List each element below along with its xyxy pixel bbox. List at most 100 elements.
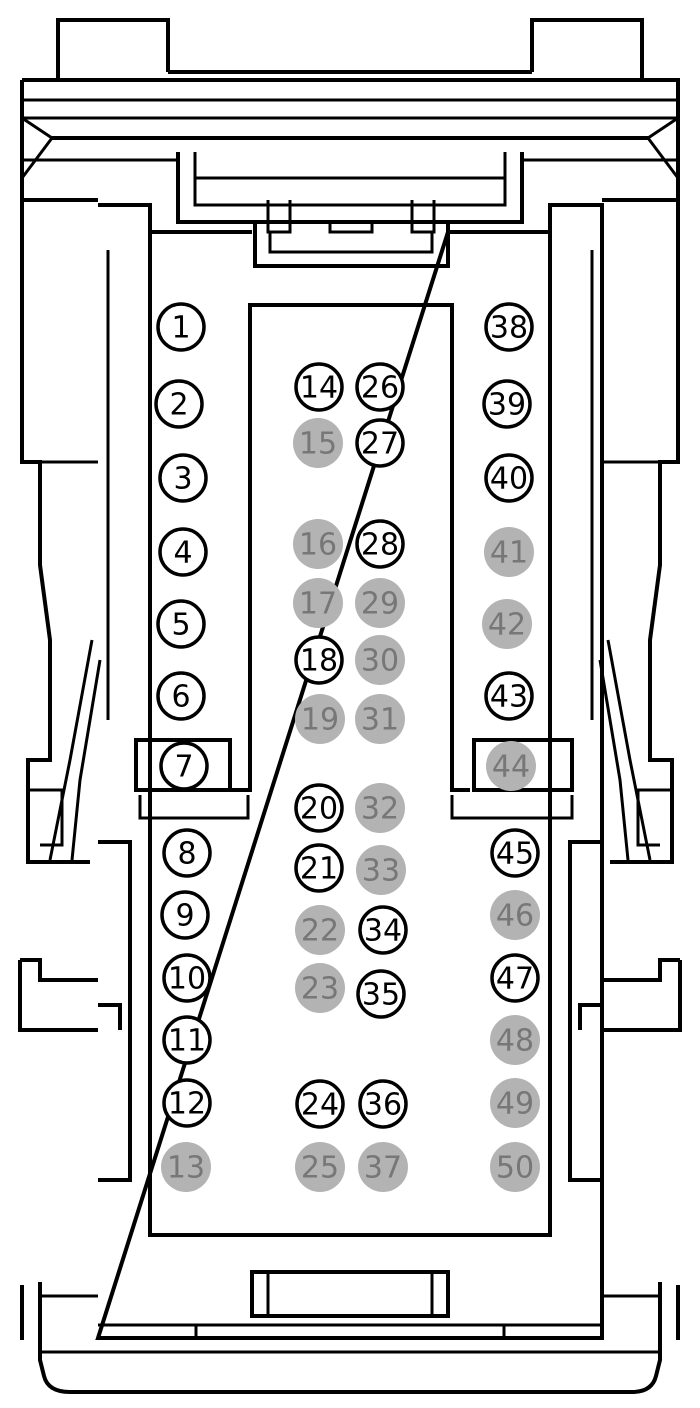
pin-label: 7 — [174, 750, 193, 785]
pin-label: 35 — [362, 978, 400, 1013]
pin-31: 31 — [355, 694, 405, 744]
pin-5: 5 — [156, 599, 206, 649]
pin-circle — [156, 671, 206, 721]
pin-label: 34 — [364, 914, 402, 949]
pin-43: 43 — [484, 671, 534, 721]
pin-8: 8 — [162, 828, 212, 878]
pin-label: 22 — [301, 914, 339, 949]
pin-3: 3 — [158, 453, 208, 503]
pin-circle — [482, 379, 532, 429]
pin-circle — [295, 963, 345, 1013]
top-left-tab — [56, 18, 170, 80]
pin-11: 11 — [162, 1015, 212, 1065]
pin-circle — [159, 741, 209, 791]
pin-2: 2 — [154, 379, 204, 429]
pin-circle — [162, 1078, 212, 1128]
pin-45: 45 — [490, 828, 540, 878]
pin-18: 18 — [294, 635, 344, 685]
pin-10: 10 — [162, 953, 212, 1003]
central-island — [230, 303, 470, 792]
bottom-latch-slot — [250, 1270, 450, 1318]
pin-label: 38 — [490, 311, 528, 346]
lower-pin-cavity — [148, 818, 552, 1237]
pin-13: 13 — [161, 1142, 211, 1192]
pin-circle — [355, 362, 405, 412]
pin-50: 50 — [490, 1142, 540, 1192]
pin-label: 2 — [169, 388, 188, 423]
pin-17: 17 — [293, 578, 343, 628]
pin-circle — [355, 578, 405, 628]
pin-label: 42 — [488, 608, 526, 643]
pin-circle — [158, 453, 208, 503]
pin-circle — [358, 905, 408, 955]
pin-6: 6 — [156, 671, 206, 721]
pin-label: 17 — [299, 587, 337, 622]
pin-circle — [490, 890, 540, 940]
pin-circle — [293, 578, 343, 628]
pin-47: 47 — [490, 953, 540, 1003]
pin-label: 43 — [490, 680, 528, 715]
pin-circle — [295, 1142, 345, 1192]
inner-upper-chamber — [148, 232, 552, 1237]
pin-label: 46 — [496, 899, 534, 934]
pin-20: 20 — [294, 783, 344, 833]
pin-27: 27 — [355, 418, 405, 468]
pin-label: 3 — [173, 462, 192, 497]
pin-12: 12 — [162, 1078, 212, 1128]
bottom-flange — [20, 1282, 680, 1394]
pin-circle — [482, 599, 532, 649]
pin-circle — [355, 519, 405, 569]
right-lower-rail — [568, 840, 682, 1182]
pin-circle — [161, 1142, 211, 1192]
pin-label: 27 — [361, 427, 399, 462]
left-lower-rail — [18, 840, 132, 1182]
pin-circle — [484, 453, 534, 503]
pin-circle — [294, 362, 344, 412]
pin-circle — [293, 418, 343, 468]
pin-label: 10 — [168, 962, 206, 997]
pin-19: 19 — [295, 694, 345, 744]
pin-circle — [355, 635, 405, 685]
pin-label: 18 — [300, 644, 338, 679]
pin-circle — [356, 969, 406, 1019]
pin-label: 39 — [488, 388, 526, 423]
pin-circle — [162, 1015, 212, 1065]
pin-label: 49 — [496, 1087, 534, 1122]
pin-circle — [358, 1079, 408, 1129]
pin-circle — [162, 828, 212, 878]
pin-label: 23 — [301, 972, 339, 1007]
pin-label: 50 — [496, 1151, 534, 1186]
pin-16: 16 — [293, 519, 343, 569]
pin-label: 30 — [361, 644, 399, 679]
pin-label: 16 — [299, 528, 337, 563]
top-key-housing — [176, 152, 524, 224]
pin-circle — [490, 1078, 540, 1128]
pin-42: 42 — [482, 599, 532, 649]
pin-label: 44 — [492, 750, 530, 785]
pin-21: 21 — [294, 843, 344, 893]
pin-49: 49 — [490, 1078, 540, 1128]
pin-label: 45 — [496, 837, 534, 872]
pin-label: 33 — [362, 854, 400, 889]
pin-circle — [158, 527, 208, 577]
pin-label: 26 — [361, 371, 399, 406]
pin-41: 41 — [484, 527, 534, 577]
pin-label: 15 — [299, 427, 337, 462]
pin-circle — [294, 635, 344, 685]
pin-22: 22 — [295, 905, 345, 955]
pin-label: 19 — [301, 703, 339, 738]
pin-circle — [295, 694, 345, 744]
pin-circle — [295, 1079, 345, 1129]
pin-label: 40 — [490, 462, 528, 497]
pin-label: 1 — [171, 311, 190, 346]
left-step-block — [134, 738, 232, 792]
pin-label: 4 — [173, 536, 192, 571]
pin-circle — [355, 418, 405, 468]
pin-circle — [293, 519, 343, 569]
top-key-notch — [253, 222, 450, 268]
pin-label: 5 — [171, 608, 190, 643]
pin-14: 14 — [294, 362, 344, 412]
pin-24: 24 — [295, 1079, 345, 1129]
pin-label: 11 — [168, 1024, 206, 1059]
